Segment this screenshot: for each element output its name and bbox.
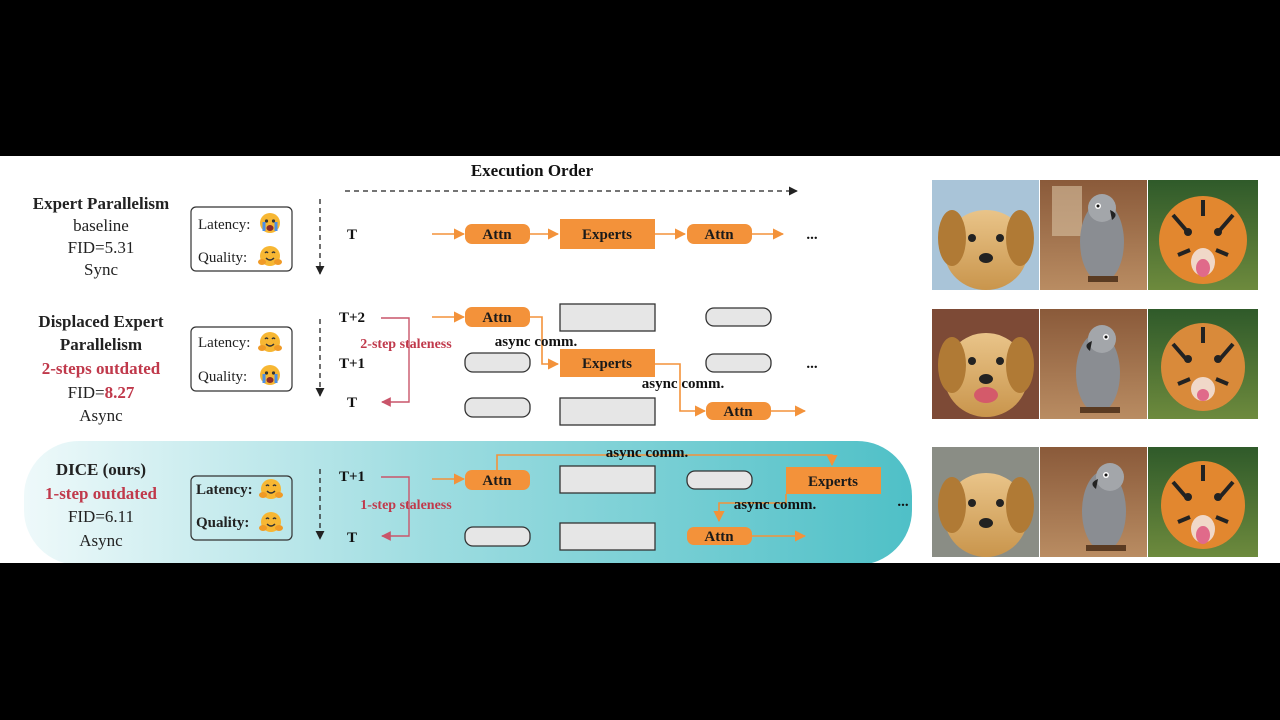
svg-text:Experts: Experts	[808, 474, 858, 490]
svg-text:Attn: Attn	[723, 404, 753, 420]
sample-images	[932, 180, 1258, 557]
row1-mode: Sync	[84, 260, 118, 279]
row2-staleness-label: 2-step staleness	[360, 337, 452, 352]
row3-outdated: 1-step outdated	[45, 484, 157, 503]
row3-mode: Async	[79, 531, 123, 550]
diagram: Execution Order Expert Parallelism basel…	[24, 161, 1258, 565]
hugging-face-icon	[259, 512, 283, 532]
row3-ellipsis: ...	[897, 494, 909, 510]
row2-ellipsis: ...	[806, 356, 818, 372]
hugging-face-icon	[259, 479, 283, 499]
row2-timestep-t2: T+2	[339, 310, 365, 326]
parrot-image	[1040, 309, 1147, 419]
row3-comm-1: async comm.	[606, 445, 689, 461]
row2-placeholder-3	[464, 352, 531, 373]
row1-latency-label: Latency:	[198, 217, 250, 233]
svg-text:Attn: Attn	[482, 227, 512, 243]
row2-attn-block-1	[465, 307, 530, 327]
row3-latency-label: Latency:	[196, 482, 253, 498]
row3-fid: FID=6.11	[68, 507, 134, 526]
row3-timestep-t: T	[347, 530, 357, 546]
row2-placeholder-1	[559, 303, 656, 332]
row2-timestep-t1: T+1	[339, 356, 365, 372]
row1-attn-block-1	[465, 224, 530, 244]
row1-ellipsis: ...	[806, 227, 818, 243]
row2-title-line1: Displaced Expert	[38, 312, 163, 331]
row3-quality-label: Quality:	[196, 515, 249, 531]
dog-image	[932, 180, 1039, 290]
row3-placeholder-2	[686, 470, 753, 490]
row2-placeholder-4	[705, 353, 772, 373]
row3-metrics-box	[190, 475, 293, 541]
svg-text:Experts: Experts	[582, 227, 632, 243]
dog-image	[932, 447, 1039, 557]
parrot-image	[1040, 180, 1147, 290]
row3-timestep-t1: T+1	[339, 469, 365, 485]
row2-comm-2: async comm.	[642, 376, 725, 392]
row3-placeholder-4	[559, 522, 656, 551]
execution-order-label: Execution Order	[471, 161, 594, 180]
row2-experts-block	[560, 349, 655, 377]
row2-fid: FID=8.27	[68, 383, 135, 402]
row2-placeholder-2	[705, 307, 772, 327]
row1-title: Expert Parallelism	[33, 194, 169, 213]
row2-quality-label: Quality:	[198, 369, 247, 385]
parrot-image	[1040, 447, 1147, 557]
row3-staleness-bracket	[381, 476, 410, 541]
row2-mode: Async	[79, 406, 123, 425]
svg-text:Attn: Attn	[482, 310, 512, 326]
row2-placeholder-6	[559, 397, 656, 426]
row1-timestep-t: T	[347, 227, 357, 243]
svg-text:Attn: Attn	[704, 529, 734, 545]
hugging-face-icon	[258, 246, 282, 266]
row3-attn-block-2	[687, 527, 752, 545]
tiger-image	[1148, 309, 1258, 419]
row3-attn-block-1	[465, 470, 530, 490]
svg-text:Attn: Attn	[482, 473, 512, 489]
row1-fid: FID=5.31	[68, 238, 135, 257]
row2-staleness-bracket	[381, 317, 410, 407]
row1-experts-block	[560, 219, 655, 249]
tiger-image	[1148, 447, 1258, 557]
row2-latency-label: Latency:	[198, 335, 250, 351]
row2-timestep-t: T	[347, 395, 357, 411]
tiger-image	[1148, 180, 1258, 290]
crying-face-icon	[260, 213, 280, 233]
hugging-face-icon	[258, 332, 282, 352]
row2-outdated: 2-steps outdated	[42, 359, 161, 378]
row3-staleness-label: 1-step staleness	[360, 498, 452, 513]
crying-face-icon	[260, 365, 280, 385]
row2-comm-1: async comm.	[495, 334, 578, 350]
row3-experts-block	[786, 467, 881, 494]
row1-attn-block-2	[687, 224, 752, 244]
dog-image	[932, 309, 1039, 419]
row3-title: DICE (ours)	[56, 460, 146, 479]
row3-placeholder-3	[464, 526, 531, 547]
row2-attn-block-2	[706, 402, 771, 420]
svg-text:Attn: Attn	[704, 227, 734, 243]
row3-placeholder-1	[559, 465, 656, 494]
row2-placeholder-5	[464, 397, 531, 418]
figure-canvas: Execution Order Expert Parallelism basel…	[0, 156, 1280, 565]
row1-quality-label: Quality:	[198, 250, 247, 266]
row3-comm-2: async comm.	[734, 497, 817, 513]
row1-subtitle: baseline	[73, 216, 129, 235]
svg-text:Experts: Experts	[582, 356, 632, 372]
row2-title-line2: Parallelism	[60, 335, 142, 354]
